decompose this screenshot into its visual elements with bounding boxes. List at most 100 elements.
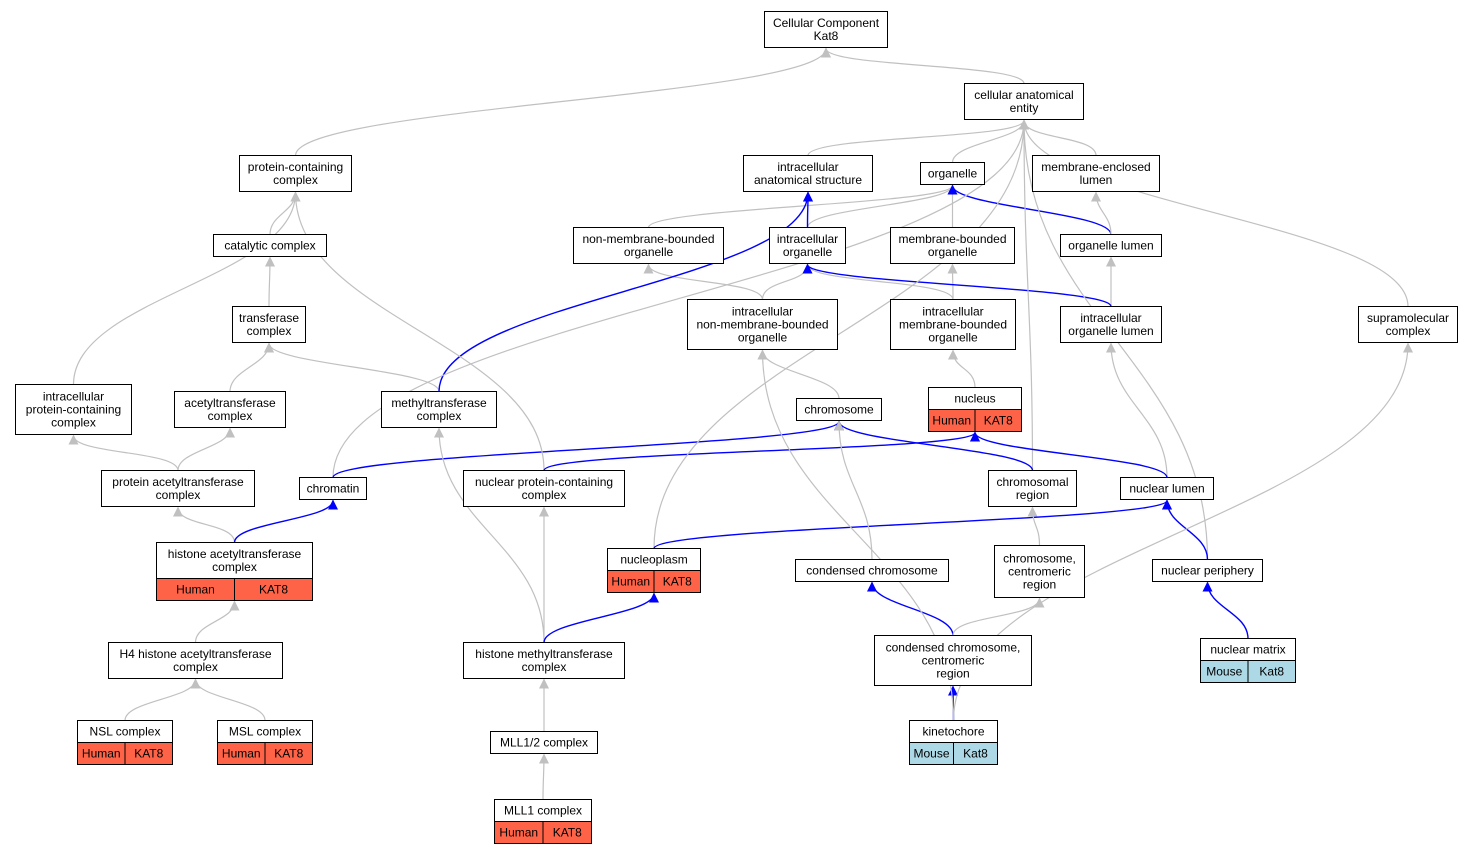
edge-pat-to-ipcc <box>68 434 179 471</box>
node-box <box>1060 306 1162 343</box>
node-label: histone acetyltransferase <box>168 547 302 561</box>
node-label: complex <box>51 416 96 430</box>
edge-nucleus-to-imbo <box>948 349 976 388</box>
node-label: membrane-bounded <box>899 318 1007 332</box>
node-label: H4 histone acetyltransferase <box>119 647 271 661</box>
edge-npcc-to-pcc <box>290 191 545 471</box>
edge-npcc-to-nucleus <box>543 431 980 472</box>
node-label: nuclear periphery <box>1161 564 1254 578</box>
node-inmbo[interactable]: intracellularnon-membrane-boundedorganel… <box>687 299 838 350</box>
node-box <box>232 306 306 343</box>
node-box <box>239 155 352 192</box>
edge-nperiph-to-nlumen <box>1162 499 1209 560</box>
node-label: condensed chromosome <box>806 564 938 578</box>
edge-hat-to-chromatin <box>233 499 338 543</box>
node-label: acetyltransferase <box>184 396 276 410</box>
node-label: MSL complex <box>229 725 301 739</box>
node-catalytic[interactable]: catalytic complex <box>213 234 327 257</box>
node-box <box>890 299 1016 350</box>
node-box <box>764 11 888 48</box>
edge-chromatin-to-chromosome <box>332 420 844 479</box>
edge-mel-to-cae <box>1019 119 1097 156</box>
node-label: organelle <box>928 331 978 345</box>
node-box <box>795 559 949 582</box>
gene-tag <box>124 742 173 765</box>
node-label: non-membrane-bounded <box>696 318 828 332</box>
node-label: MLL1/2 complex <box>500 736 588 750</box>
node-label: organelle lumen <box>1068 324 1153 338</box>
edge-supra-to-cae <box>1019 119 1409 307</box>
species-label: Human <box>222 747 261 761</box>
node-box <box>1032 155 1160 192</box>
edge-hmt-to-methyl <box>434 427 545 643</box>
node-label: nuclear protein-containing <box>475 475 613 489</box>
node-cchrom[interactable]: condensed chromosome <box>795 559 949 582</box>
edge-hmt-to-nucleoplasm <box>543 592 659 643</box>
node-label: membrane-bounded <box>898 232 1006 246</box>
node-label: region <box>1023 578 1056 592</box>
node-label: chromosomal <box>996 475 1068 489</box>
node-label: complex <box>273 173 318 187</box>
species-label: Human <box>932 414 971 428</box>
edge-ccr-to-chregion <box>1027 506 1041 546</box>
gene-tag <box>542 821 592 844</box>
edge-iol-to-io <box>802 263 1112 308</box>
node-organelle[interactable]: organelle <box>920 162 985 185</box>
edge-io-to-organelle <box>806 184 958 228</box>
node-label: chromatin <box>307 482 360 496</box>
node-label: nucleus <box>954 392 995 406</box>
node-label: intracellular <box>777 232 838 246</box>
node-box <box>874 635 1032 686</box>
node-nlumen[interactable]: nuclear lumen <box>1120 477 1214 500</box>
node-nperiph[interactable]: nuclear periphery <box>1152 559 1263 582</box>
node-box <box>1120 477 1214 500</box>
node-mll12[interactable]: MLL1/2 complex <box>490 731 598 754</box>
edge-h4hat-to-hat <box>194 600 240 643</box>
node-label: nuclear matrix <box>1210 643 1285 657</box>
node-label: intracellular <box>777 160 838 174</box>
node-chromosome[interactable]: chromosome <box>796 398 882 421</box>
node-box <box>108 642 283 679</box>
node-box <box>743 155 873 192</box>
node-box <box>1358 306 1458 343</box>
node-label: complex <box>212 560 257 574</box>
node-olumen[interactable]: organelle lumen <box>1060 234 1162 257</box>
node-box <box>769 227 846 264</box>
node-chromatin[interactable]: chromatin <box>299 477 367 500</box>
node-label: MLL1 complex <box>504 804 582 818</box>
node-label: condensed chromosome, <box>886 641 1021 655</box>
node-label: region <box>1016 488 1049 502</box>
node-label: intracellular <box>43 390 104 404</box>
